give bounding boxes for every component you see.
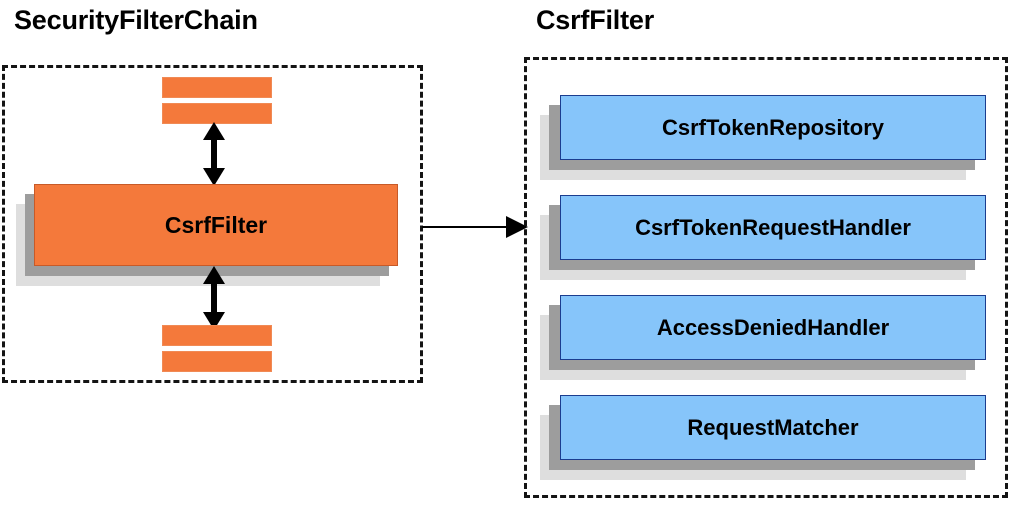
csrf-filter-detail-container (524, 57, 1008, 498)
security-filter-chain-container (2, 65, 423, 383)
filter-bar-below-1[interactable] (162, 325, 272, 346)
filter-bar-below-2[interactable] (162, 351, 272, 372)
component-label: CsrfTokenRepository (661, 114, 885, 140)
csrffilter-to-detail-arrow-icon (422, 216, 528, 238)
component-label: CsrfTokenRequestHandler (635, 214, 911, 240)
csrf-filter-face[interactable]: CsrfFilter (34, 184, 398, 266)
bidirectional-arrow-top-icon (203, 122, 225, 186)
component-label: AccessDeniedHandler (656, 314, 890, 340)
component-face[interactable]: RequestMatcher (560, 395, 986, 460)
bidirectional-arrow-bottom-icon (203, 266, 225, 330)
filter-bar-above-1[interactable] (162, 77, 272, 98)
component-label: RequestMatcher (687, 414, 859, 440)
component-face[interactable]: AccessDeniedHandler (560, 295, 986, 360)
page-title-csrf-filter: CsrfFilter (536, 5, 655, 35)
component-box-request-matcher[interactable]: RequestMatcher (540, 395, 992, 480)
csrf-filter-label: CsrfFilter (164, 211, 268, 238)
component-box-csrf-token-repository[interactable]: CsrfTokenRepository (540, 95, 992, 180)
filter-bar-above-2[interactable] (162, 103, 272, 124)
component-face[interactable]: CsrfTokenRepository (560, 95, 986, 160)
csrf-filter-box[interactable]: CsrfFilter (16, 184, 417, 286)
component-box-access-denied-handler[interactable]: AccessDeniedHandler (540, 295, 992, 380)
component-face[interactable]: CsrfTokenRequestHandler (560, 195, 986, 260)
component-box-csrf-token-request-handler[interactable]: CsrfTokenRequestHandler (540, 195, 992, 280)
page-title-security-filter-chain: SecurityFilterChain (14, 5, 258, 35)
